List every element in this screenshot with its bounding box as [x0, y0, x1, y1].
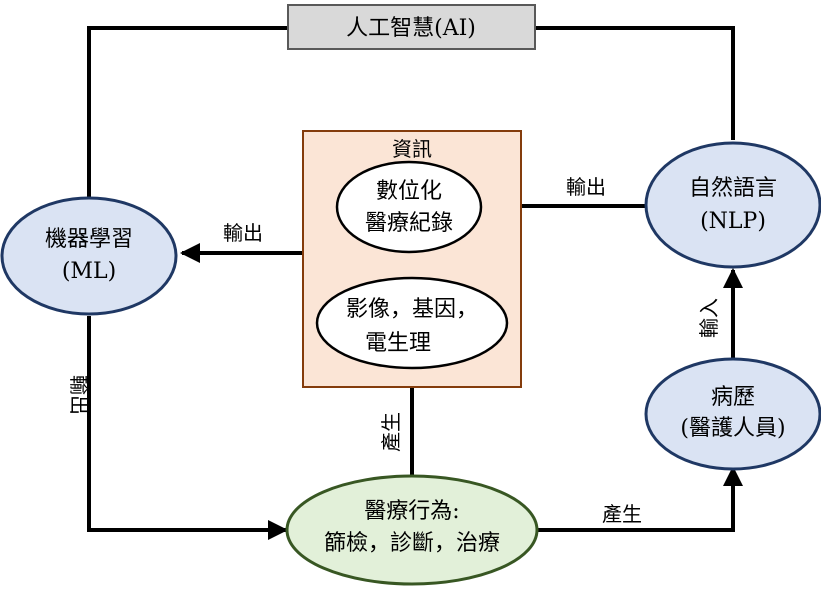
nlp-line1: 自然語言: [689, 176, 777, 201]
edge-label-practice-to-history: 產生: [602, 502, 642, 526]
ml-node: [0, 196, 178, 316]
medical-history-node: [644, 357, 821, 471]
nlp-line2: (NLP): [700, 209, 766, 234]
info-box-title: 資訊: [392, 137, 432, 161]
imaging-line2: 電生理: [365, 331, 431, 356]
ai-title: 人工智慧(AI): [346, 16, 476, 41]
edge-label-info-to-ml: 輸出: [223, 221, 263, 245]
edge-label-nlp-to-info: 輸出: [566, 175, 606, 199]
digital-records-node: [335, 160, 483, 254]
nlp-node: [644, 141, 821, 269]
history-line1: 病歷: [711, 385, 755, 410]
ai-box: [287, 4, 536, 50]
practice-line1: 醫療行為:: [364, 499, 459, 524]
imaging-line1: 影像，基因，: [346, 297, 478, 322]
imaging-genetics-node: [315, 276, 509, 370]
connector-ai-to-nlp: [535, 26, 735, 140]
arrow-ml-to-practice: [87, 316, 288, 540]
ml-line1: 機器學習: [45, 227, 133, 252]
edge-label-practice-to-info: 產生: [379, 412, 403, 452]
arrow-practice-to-history: [538, 466, 743, 532]
medical-practice-node: [285, 474, 539, 586]
practice-line2: 篩檢，診斷，治療: [324, 531, 500, 556]
history-line2: (醫護人員): [680, 416, 785, 441]
edge-label-history-to-nlp: 輸入: [697, 298, 721, 338]
connector-ml-to-ai: [87, 26, 288, 200]
ml-line2: (ML): [62, 259, 116, 284]
edge-label-ml-to-practice: 輸出: [67, 375, 91, 415]
digital-records-line1: 數位化: [376, 179, 442, 204]
digital-records-line2: 醫療紀錄: [365, 211, 453, 236]
